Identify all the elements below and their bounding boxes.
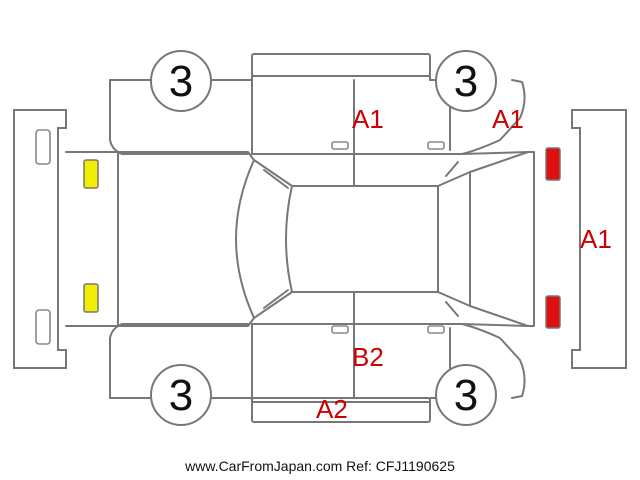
wheel-grade: 3	[169, 57, 193, 106]
damage-label-door-top: A1	[352, 104, 384, 134]
front-lamp-top	[83, 159, 99, 189]
rear-lamp-top	[545, 147, 561, 181]
damage-label-door-bottom: B2	[352, 342, 384, 372]
damage-label-rear-bumper: A1	[580, 224, 612, 254]
top-view-body	[65, 151, 535, 327]
damage-label-rear-fender-top: A1	[492, 104, 524, 134]
reference-footer: www.CarFromJapan.com Ref: CFJ1190625	[185, 458, 455, 474]
rear-bumper	[571, 109, 627, 369]
roof-rail-top	[251, 53, 431, 77]
wheel-front-left: 3	[150, 50, 212, 112]
wheel-grade: 3	[454, 57, 478, 106]
right-side-body	[109, 291, 526, 403]
damage-label-sill-bottom: A2	[316, 394, 348, 424]
wheel-rear-left: 3	[435, 50, 497, 112]
wheel-grade: 3	[454, 371, 478, 420]
front-lamp-bottom	[83, 283, 99, 313]
rear-lamp-bottom	[545, 295, 561, 329]
wheel-grade: 3	[169, 371, 193, 420]
left-side-body	[109, 75, 526, 187]
wheel-rear-right: 3	[435, 364, 497, 426]
wheel-front-right: 3	[150, 364, 212, 426]
front-bumper	[13, 109, 67, 369]
sill-bottom	[251, 397, 431, 423]
